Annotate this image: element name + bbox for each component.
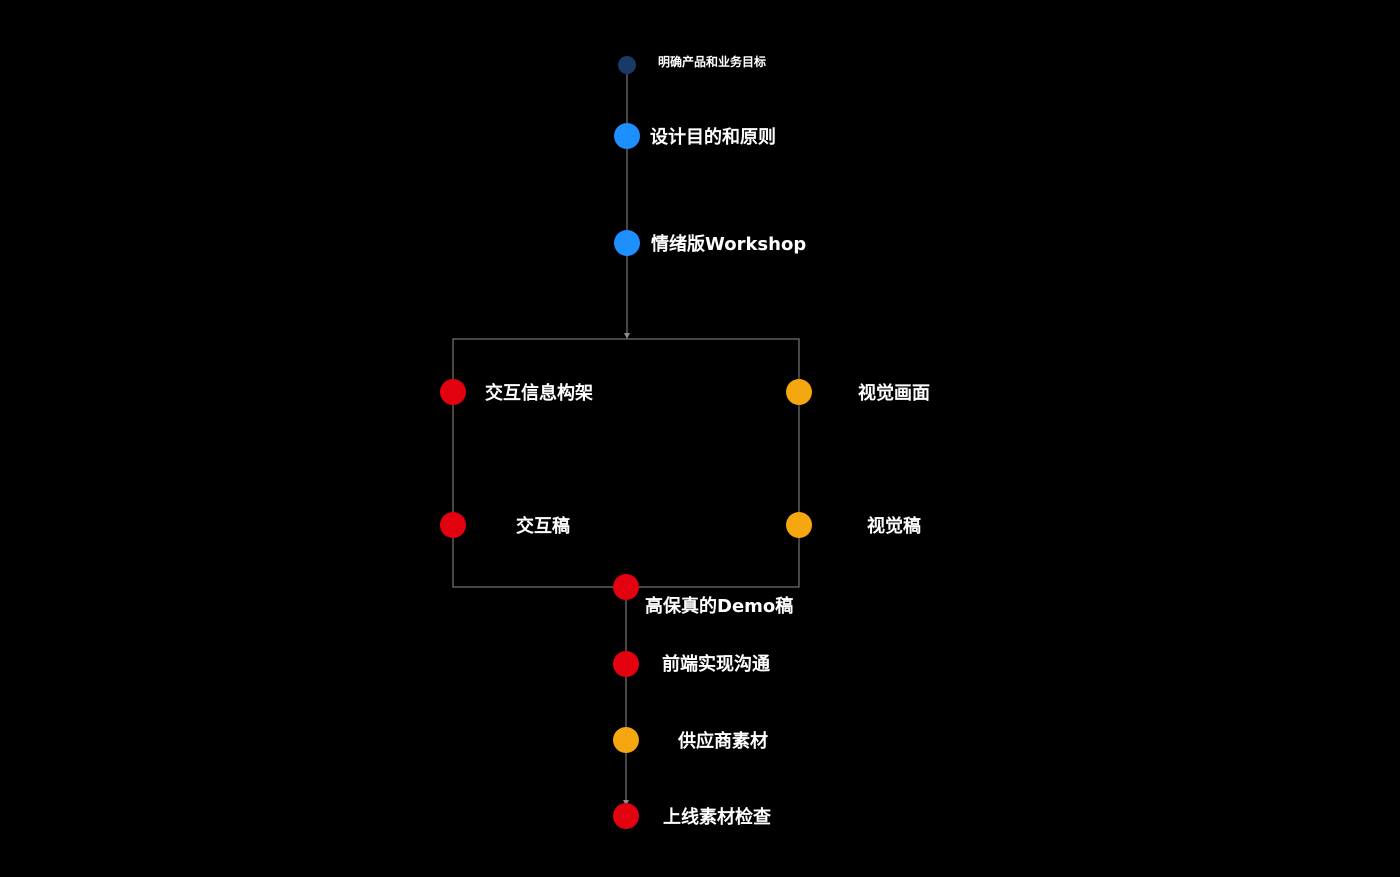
node-interaction-draft: 交互稿 bbox=[440, 512, 570, 538]
moodboard-dot bbox=[614, 230, 640, 256]
launch-check-label: 上线素材检查 bbox=[663, 806, 771, 828]
principles-label: 设计目的和原则 bbox=[650, 126, 776, 148]
visual-draft-label: 视觉稿 bbox=[867, 515, 921, 537]
node-frontend: 前端实现沟通 bbox=[613, 651, 770, 677]
interaction-draft-label: 交互稿 bbox=[516, 515, 570, 537]
visual-draft-dot bbox=[786, 512, 812, 538]
node-supplier: 供应商素材 bbox=[613, 727, 768, 753]
ia-dot bbox=[440, 379, 466, 405]
visual-screen-dot bbox=[786, 379, 812, 405]
node-visual-draft: 视觉稿 bbox=[786, 512, 921, 538]
hifi-demo-label: 高保真的Demo稿 bbox=[645, 595, 793, 617]
goal-label: 明确产品和业务目标 bbox=[658, 54, 766, 69]
node-principles: 设计目的和原则 bbox=[614, 123, 776, 149]
node-moodboard: 情绪版Workshop bbox=[614, 230, 806, 256]
interaction-draft-dot bbox=[440, 512, 466, 538]
node-visual-screen: 视觉画面 bbox=[786, 379, 930, 405]
visual-screen-label: 视觉画面 bbox=[858, 382, 930, 404]
moodboard-label: 情绪版Workshop bbox=[651, 233, 806, 255]
node-hifi-demo: 高保真的Demo稿 bbox=[613, 574, 793, 617]
frontend-dot bbox=[613, 651, 639, 677]
node-launch-check: 上线素材检查 bbox=[613, 803, 771, 829]
hifi-demo-dot bbox=[613, 574, 639, 600]
parallel-tracks-box bbox=[452, 338, 800, 588]
ia-label: 交互信息构架 bbox=[485, 382, 593, 404]
goal-dot bbox=[618, 56, 636, 74]
node-ia: 交互信息构架 bbox=[440, 379, 593, 405]
launch-check-dot bbox=[613, 803, 639, 829]
supplier-label: 供应商素材 bbox=[677, 730, 768, 752]
node-goal: 明确产品和业务目标 bbox=[618, 54, 766, 74]
supplier-dot bbox=[613, 727, 639, 753]
principles-dot bbox=[614, 123, 640, 149]
frontend-label: 前端实现沟通 bbox=[662, 653, 770, 675]
